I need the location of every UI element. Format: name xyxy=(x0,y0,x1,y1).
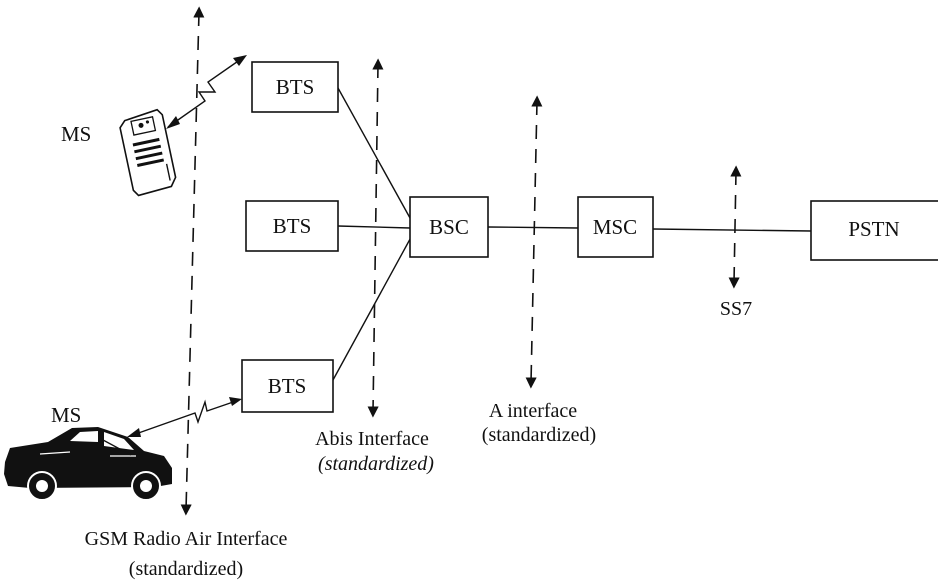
radio-link-top xyxy=(166,55,247,129)
pstn: PSTN xyxy=(810,200,938,261)
abis-interface-line xyxy=(367,58,384,418)
a-interface-title: A interface xyxy=(489,400,577,422)
radio-link-icon xyxy=(129,399,240,437)
abis-interface-title: Abis Interface xyxy=(315,428,429,450)
a-interface-label: A interface (standardized) xyxy=(482,400,596,446)
pstn-box xyxy=(810,200,938,261)
air-interface-line xyxy=(180,6,205,516)
bts-bottom-box xyxy=(241,359,334,413)
ss7-interface-line xyxy=(728,165,742,289)
air-interface-label: GSM Radio Air Interface (standardized) xyxy=(85,528,288,580)
msc-label: MSC xyxy=(593,215,637,239)
link-bts-mid-bsc xyxy=(337,225,411,229)
ms-car: MS xyxy=(4,403,172,501)
car-icon xyxy=(4,427,172,501)
abis-interface-label: Abis Interface (standardized) xyxy=(315,428,434,475)
bsc-label: BSC xyxy=(429,215,469,239)
ms-handset: MS xyxy=(61,108,177,197)
ss7-label: SS7 xyxy=(720,298,752,320)
bts-mid-label: BTS xyxy=(273,214,312,238)
bts-top: BTS xyxy=(251,61,339,113)
pstn-label: PSTN xyxy=(848,217,899,241)
msc-box xyxy=(577,196,654,258)
link-bts-top-bsc xyxy=(337,87,416,228)
msc: MSC xyxy=(577,196,654,258)
bts-mid-box xyxy=(245,200,339,252)
link-bsc-msc xyxy=(487,226,579,229)
bts-top-box xyxy=(251,61,339,113)
ms-car-label: MS xyxy=(51,403,81,427)
radio-link-bottom xyxy=(127,397,242,437)
a-interface-line xyxy=(525,95,543,389)
bts-bottom: BTS xyxy=(241,359,334,413)
bts-top-label: BTS xyxy=(276,75,315,99)
a-interface-standardized: (standardized) xyxy=(482,424,596,446)
bts-bottom-label: BTS xyxy=(268,374,307,398)
mobile-handset-icon xyxy=(119,108,177,197)
abis-interface-standardized: (standardized) xyxy=(318,453,434,475)
ms-handset-label: MS xyxy=(61,122,91,146)
bts-mid: BTS xyxy=(245,200,339,252)
air-interface-title: GSM Radio Air Interface xyxy=(85,528,288,550)
link-msc-pstn xyxy=(652,228,812,232)
air-interface-standardized: (standardized) xyxy=(129,558,243,580)
radio-link-icon xyxy=(167,56,245,128)
bsc-box xyxy=(409,196,489,258)
bsc: BSC xyxy=(409,196,489,258)
connections xyxy=(332,87,812,381)
interface-boundaries xyxy=(180,6,742,516)
